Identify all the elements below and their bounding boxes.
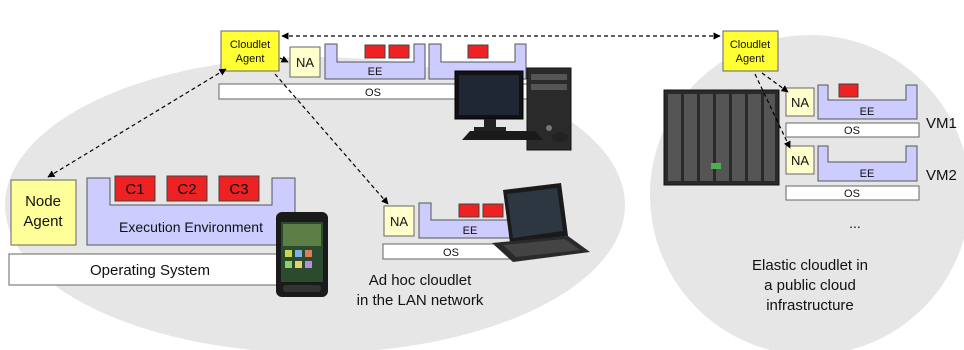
cloud-cloudlet-agent-box[interactable] bbox=[722, 30, 779, 72]
server-rack-icon bbox=[663, 89, 780, 186]
vm2-ee-container[interactable] bbox=[817, 145, 918, 182]
lan-cloudlet-caption-line1: Ad hoc cloudlet bbox=[369, 272, 472, 289]
component-c2-label: C2 bbox=[177, 181, 196, 198]
desktop-ee-container-1[interactable] bbox=[324, 43, 426, 80]
execution-environment-container[interactable] bbox=[86, 177, 296, 246]
component-c3-label: C3 bbox=[229, 181, 248, 198]
component-c3[interactable] bbox=[218, 175, 260, 202]
desktop-os-label: OS bbox=[365, 87, 381, 99]
vm2-os-label: OS bbox=[844, 188, 860, 200]
node-agent-label-line2: Agent bbox=[23, 213, 63, 230]
vm1-na-label: NA bbox=[791, 95, 809, 110]
vm2-ee-label: EE bbox=[860, 168, 875, 180]
vm1-ee-label: EE bbox=[860, 106, 875, 118]
public-cloudlet-caption-line1: Elastic cloudlet in bbox=[752, 257, 868, 274]
cloud-cloudlet-agent-line1: Cloudlet bbox=[730, 39, 770, 51]
vm2-na-label: NA bbox=[791, 153, 809, 168]
mobile-node: Node Agent Execution Environment C1 C2 C… bbox=[8, 175, 328, 297]
lan-laptop-node: NA EE OS Ad hoc cloudlet in the LAN netw… bbox=[357, 183, 590, 309]
laptop-component-2[interactable] bbox=[482, 203, 504, 218]
operating-system-label: Operating System bbox=[90, 262, 210, 279]
connector-cloud-agent-to-vm1-na bbox=[761, 72, 789, 93]
smartphone-icon bbox=[276, 212, 328, 297]
vm2-name-label: VM2 bbox=[926, 167, 957, 184]
connections bbox=[47, 32, 791, 205]
public-cloudlet-caption-line3: infrastructure bbox=[766, 297, 854, 314]
desktop-component-2[interactable] bbox=[388, 44, 410, 59]
vm-ellipsis: ... bbox=[849, 215, 861, 231]
desktop-component-3[interactable] bbox=[467, 44, 489, 59]
desktop-component-1[interactable] bbox=[364, 44, 386, 59]
vm1-ee-container[interactable] bbox=[817, 84, 918, 120]
lan-desktop-node: Cloudlet Agent NA EE OS bbox=[218, 30, 572, 151]
operating-system-bar[interactable] bbox=[8, 253, 295, 286]
lan-cloudlet-caption-line2: in the LAN network bbox=[357, 292, 484, 309]
vm1-name-label: VM1 bbox=[926, 115, 957, 132]
lan-cloudlet-agent-line1: Cloudlet bbox=[230, 39, 270, 51]
cloud-cloudlet-agent-line2: Agent bbox=[736, 53, 765, 65]
component-c1-label: C1 bbox=[125, 181, 144, 198]
laptop-na-box[interactable] bbox=[383, 205, 415, 237]
desktop-na-box[interactable] bbox=[289, 46, 321, 78]
lan-cloudlet-agent-line2: Agent bbox=[236, 53, 265, 65]
desktop-ee-label: EE bbox=[368, 66, 383, 78]
desktop-computer-icon bbox=[454, 67, 572, 151]
component-c2[interactable] bbox=[166, 175, 208, 202]
desktop-na-label: NA bbox=[296, 55, 314, 70]
vm1-os-label: OS bbox=[844, 125, 860, 137]
node-agent-box[interactable] bbox=[10, 179, 77, 246]
laptop-component-1[interactable] bbox=[458, 203, 480, 218]
connector-lan-agent-to-laptop-na bbox=[274, 73, 389, 205]
execution-environment-label: Execution Environment bbox=[119, 219, 263, 235]
lan-cloudlet-agent-box[interactable] bbox=[220, 30, 280, 72]
connector-lan-agent-to-desktop-na bbox=[279, 55, 289, 63]
vm1-component[interactable] bbox=[838, 83, 859, 98]
laptop-na-label: NA bbox=[390, 214, 408, 229]
laptop-os-label: OS bbox=[443, 247, 459, 259]
laptop-icon bbox=[492, 183, 590, 262]
vm1-os-bar[interactable] bbox=[785, 122, 920, 138]
vm2-os-bar[interactable] bbox=[785, 185, 920, 201]
public-cloud-node: Cloudlet Agent NA EE OS VM1 NA EE OS V bbox=[663, 30, 957, 314]
public-cloudlet-caption-line2: a public cloud bbox=[764, 277, 856, 294]
vm1-na-box[interactable] bbox=[785, 87, 815, 117]
laptop-ee-label: EE bbox=[463, 225, 478, 237]
node-agent-label-line1: Node bbox=[25, 193, 61, 210]
vm2-na-box[interactable] bbox=[785, 145, 815, 175]
